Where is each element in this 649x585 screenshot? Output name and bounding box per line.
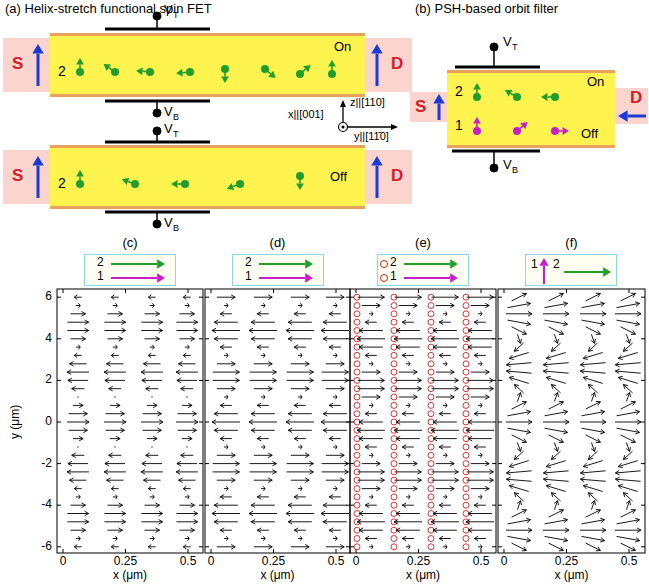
axis-label: y||[11̄0] <box>354 130 389 143</box>
tick-label: 2 <box>45 373 52 387</box>
terminal-label: D <box>630 88 642 108</box>
tick-label: 0.5 <box>473 555 490 569</box>
orbit-number: 2 <box>455 83 463 99</box>
contact-box: D <box>365 38 412 92</box>
axis-title: y (μm) <box>9 405 23 439</box>
spin-arrows <box>50 148 365 212</box>
spin-arrows <box>50 36 365 100</box>
tick-label: 0.25 <box>114 555 137 569</box>
tick-label: 0.5 <box>180 555 197 569</box>
tick-label: -4 <box>41 498 52 512</box>
orbit-number: 1 <box>455 117 463 133</box>
axis-title: x (μm) <box>406 569 440 583</box>
axis-title: x (μm) <box>260 569 294 583</box>
gate-label: V <box>164 216 173 231</box>
contact-box: S <box>410 92 447 122</box>
orbit-number: 1 <box>390 270 397 284</box>
contact-box: S <box>3 150 50 204</box>
orbit-number: 1 <box>245 270 252 284</box>
inset-box: 21 <box>84 254 176 286</box>
tick-label: -2 <box>41 457 52 471</box>
state-label: Off <box>330 170 347 185</box>
axis-title: x (μm) <box>554 569 588 583</box>
tick-label: 0 <box>501 555 508 569</box>
channel-box: 1Off <box>447 109 615 148</box>
orbit-number: 2 <box>553 258 560 272</box>
spin-arrows <box>3 38 50 92</box>
gate-subscript: B <box>173 112 179 122</box>
spin-arrows <box>526 255 618 287</box>
tick-label: 6 <box>45 290 52 304</box>
orbit-number: 2 <box>97 256 104 270</box>
orbit-number: 1 <box>531 258 538 272</box>
spin-arrows <box>3 150 50 204</box>
tick-label: 0 <box>45 415 52 429</box>
gate-label: V <box>503 35 512 50</box>
panel-label: (e) <box>415 236 431 251</box>
tick-label: -6 <box>41 540 52 554</box>
gate-label: V <box>503 158 512 173</box>
orbit-number: 2 <box>245 256 252 270</box>
gate-subscript: T <box>512 42 518 52</box>
panel-title: (b) PSH-based orbit filter <box>415 2 558 17</box>
panel-label: (c) <box>122 236 137 251</box>
channel-box: 2 On <box>447 70 615 109</box>
terminal-label: S <box>12 166 23 186</box>
channel-box: 2 On <box>50 33 365 97</box>
contact-box: S <box>3 38 50 92</box>
gate-label: V <box>164 122 173 137</box>
tick-label: 4 <box>45 332 52 346</box>
inset-box: 21 <box>377 254 469 286</box>
contact-box: D <box>365 150 412 204</box>
inset-box: 21 <box>232 254 324 286</box>
terminal-label: S <box>415 97 426 117</box>
gate-subscript: B <box>512 165 518 175</box>
contact-box: D <box>615 88 648 124</box>
orbit-number: 2 <box>58 175 66 191</box>
tick-label: 0 <box>353 555 360 569</box>
panel-label: (f) <box>565 236 577 251</box>
tick-label: 0 <box>60 555 67 569</box>
gate-subscript: T <box>173 10 179 20</box>
orbit-number: 1 <box>97 270 104 284</box>
terminal-label: D <box>391 166 403 186</box>
terminal-label: D <box>391 54 403 74</box>
gate-subscript: T <box>173 129 179 139</box>
axis-label: x||[001] <box>288 108 324 121</box>
tick-label: 0.5 <box>621 555 638 569</box>
axis-label: z||[110] <box>350 96 385 109</box>
channel-box: 2 Off <box>50 145 365 209</box>
tick-label: 0.25 <box>555 555 578 569</box>
state-label: On <box>587 75 604 90</box>
spin-arrows <box>365 38 412 92</box>
panel-label: (d) <box>270 236 286 251</box>
axis-title: x (μm) <box>113 569 147 583</box>
state-label: Off <box>581 127 598 142</box>
state-label: On <box>334 40 351 55</box>
orbit-number: 2 <box>390 256 397 270</box>
inset-box: 12 <box>525 254 617 286</box>
gate-subscript: B <box>173 223 179 233</box>
terminal-label: S <box>12 54 23 74</box>
orbit-number: 2 <box>58 63 66 79</box>
gate-label: V <box>164 3 173 18</box>
tick-label: 0.25 <box>407 555 430 569</box>
tick-label: 0 <box>208 555 215 569</box>
panel-title: (a) Helix-stretch functional spin FET <box>5 2 212 17</box>
tick-label: 0.5 <box>328 555 345 569</box>
spin-arrows <box>365 150 412 204</box>
tick-label: 0.25 <box>262 555 285 569</box>
gate-label: V <box>164 105 173 120</box>
